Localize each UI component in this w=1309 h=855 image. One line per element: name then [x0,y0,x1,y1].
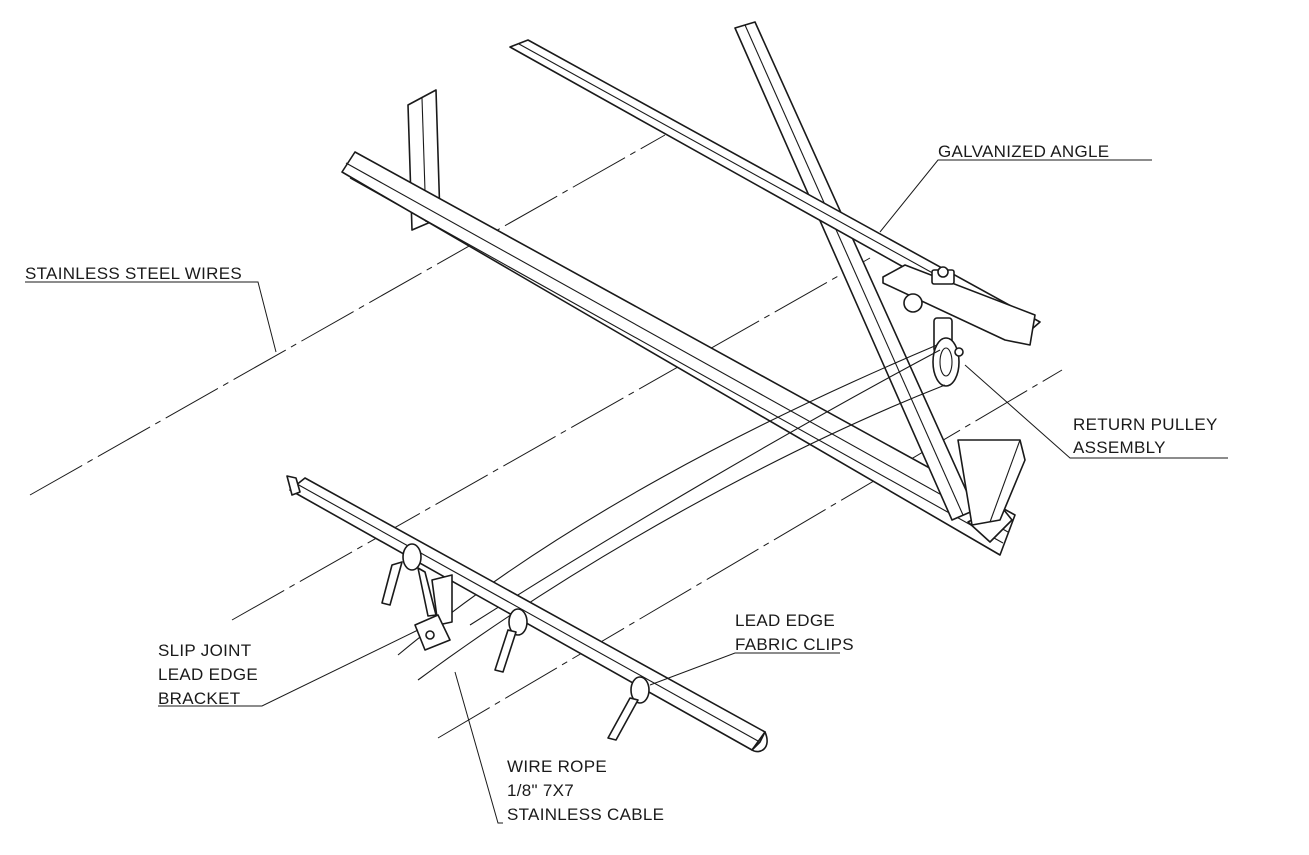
wire-centerline-2 [231,257,871,621]
callout-wire-rope-line-1: WIRE ROPE [507,757,607,776]
fabric-clip-2 [494,608,528,673]
callout-return-pulley-line-1: RETURN PULLEY [1073,415,1217,434]
callout-lead-edge-fabric-clips: LEAD EDGE FABRIC CLIPS [735,611,854,654]
callout-galvanized-angle: GALVANIZED ANGLE [938,142,1109,161]
callout-wire-rope-line-2: 1/8" 7X7 [507,781,574,800]
callout-return-pulley-line-2: ASSEMBLY [1073,438,1166,457]
callout-fabric-clips-line-1: LEAD EDGE [735,611,835,630]
wire-rope-runs [397,344,946,681]
slip-joint-bracket [414,574,453,651]
callout-slip-joint-line-1: SLIP JOINT [158,641,251,660]
callout-slip-joint-line-3: BRACKET [158,689,240,708]
callout-fabric-clips-line-2: FABRIC CLIPS [735,635,854,654]
callout-slip-joint-bracket: SLIP JOINT LEAD EDGE BRACKET [158,641,263,708]
wire-centerlines [29,134,1063,739]
lead-edge-tube [286,475,768,753]
callout-stainless-steel-wires-line-1: STAINLESS STEEL WIRES [25,264,242,283]
frame-rail [341,151,1016,556]
callout-galvanized-angle-line-1: GALVANIZED ANGLE [938,142,1109,161]
fabric-clip-1 [381,543,437,617]
callout-wire-rope: WIRE ROPE 1/8" 7X7 STAINLESS CABLE [507,757,664,824]
corner-bracket [957,439,1026,526]
wire-centerline-1 [29,134,666,496]
callout-stainless-steel-wires: STAINLESS STEEL WIRES [25,264,242,283]
callout-slip-joint-line-2: LEAD EDGE [158,665,258,684]
return-pulley [932,317,964,387]
leader-lines [25,159,1228,824]
pulley-mount-plate [882,264,1036,346]
callout-wire-rope-line-3: STAINLESS CABLE [507,805,664,824]
callout-return-pulley-assembly: RETURN PULLEY ASSEMBLY [1073,415,1222,457]
wire-centerline-3 [437,369,1063,739]
fabric-clip-3 [607,676,650,741]
